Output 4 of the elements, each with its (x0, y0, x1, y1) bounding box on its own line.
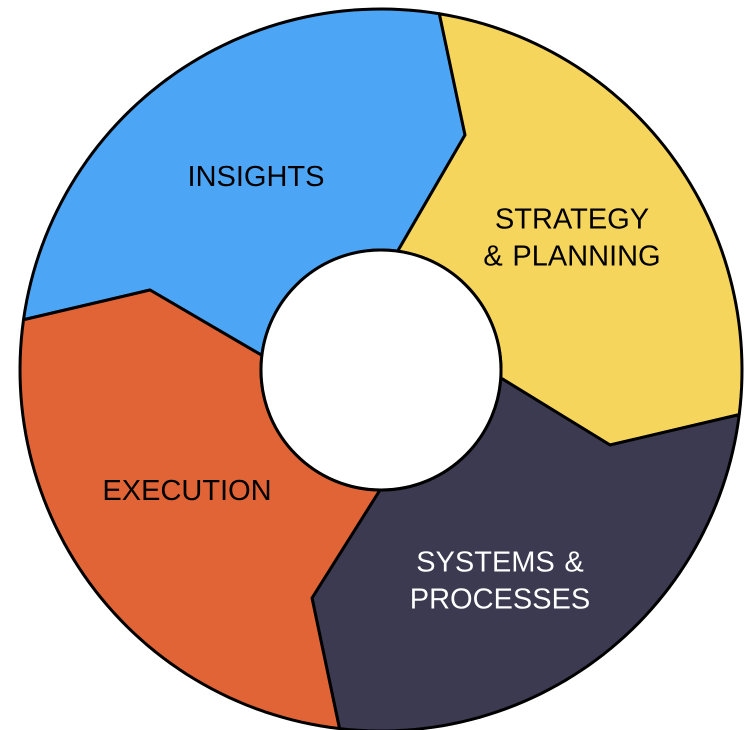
cycle-segment: SYSTEMS & PROCESSES (310, 376, 741, 730)
cycle-segment: INSIGHTS (22, 8, 466, 357)
cycle-segment: STRATEGY & PLANNING (396, 12, 744, 446)
cycle-segment: EXECUTION (18, 288, 382, 730)
